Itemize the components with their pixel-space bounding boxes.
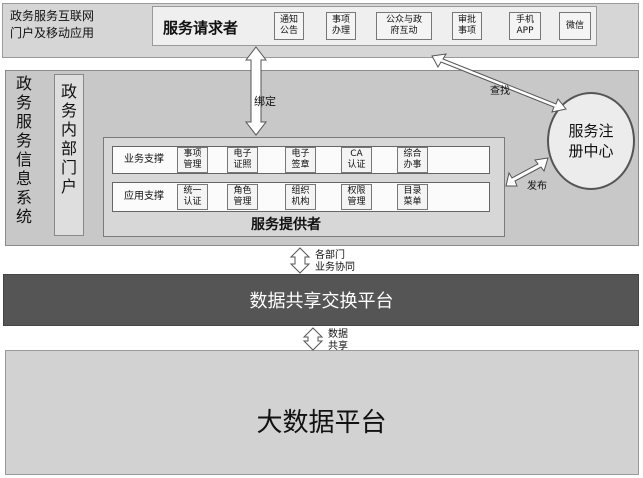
internal-portal-box — [54, 74, 84, 236]
portal-item-notice: 通知 公告 — [274, 12, 304, 40]
share-arrow — [302, 327, 324, 351]
find-arrow — [431, 53, 567, 113]
portal-item-interaction: 公众与政 府互动 — [376, 12, 432, 40]
business-item: 综合 办事 — [397, 147, 428, 173]
app-item: 角色 管理 — [227, 184, 258, 210]
bigdata-band — [5, 350, 639, 475]
business-item: 电子 签章 — [285, 147, 316, 173]
bind-label: 绑定 — [254, 95, 276, 108]
app-item: 目录 菜单 — [397, 184, 428, 210]
business-support-label: 业务支撑 — [124, 154, 164, 165]
publish-arrow — [505, 157, 549, 187]
business-item: 事项 管理 — [177, 147, 208, 173]
portal-item-handling: 事项 办理 — [326, 12, 356, 40]
business-item: CA 认证 — [341, 147, 372, 173]
exchange-label: 数据共享交换平台 — [249, 291, 394, 312]
portal-item-approval: 审批 事项 — [452, 12, 482, 40]
collab-arrow — [289, 247, 311, 274]
requester-label: 服务请求者 — [163, 19, 239, 37]
portal-item-wechat: 微信 — [559, 12, 591, 40]
bind-arrow — [244, 46, 268, 136]
publish-label: 发布 — [527, 181, 547, 192]
portal-title: 政务服务互联网 门户及移动应用 — [10, 9, 95, 40]
find-label: 查找 — [490, 86, 510, 97]
app-item: 统一 认证 — [177, 184, 208, 210]
bigdata-label: 大数据平台 — [256, 408, 387, 438]
app-item: 组织 机构 — [285, 184, 316, 210]
share-label: 数据 共享 — [328, 329, 348, 352]
exchange-band — [3, 274, 639, 326]
internal-portal-label: 政 务 内 部 门 户 — [60, 82, 77, 196]
system-title: 政 务 服 务 信 息 系 统 — [15, 74, 32, 226]
app-support-label: 应用支撑 — [124, 191, 164, 202]
app-item: 权限 管理 — [341, 184, 372, 210]
collab-label: 各部门 业务协同 — [315, 250, 355, 273]
provider-label: 服务提供者 — [251, 217, 321, 233]
business-item: 电子 证照 — [227, 147, 258, 173]
portal-item-app: 手机 APP — [509, 12, 541, 40]
